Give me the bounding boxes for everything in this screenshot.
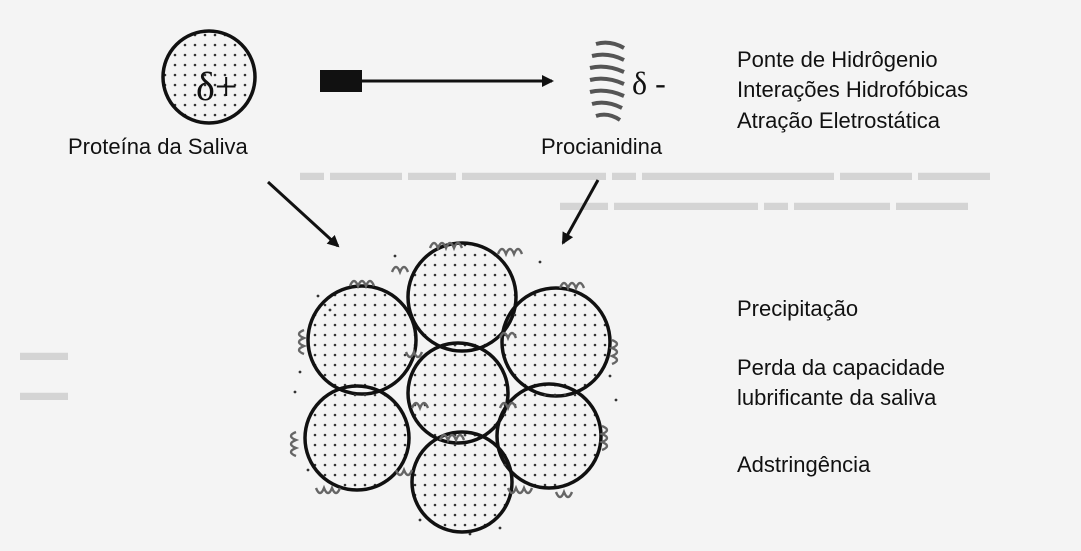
protein-to-complex-arrow [268,182,338,246]
procyanidin-coil [590,43,624,120]
protein-charge-symbol: δ+ [196,64,237,109]
protein-label: Proteína da Saliva [68,133,248,160]
effect-precipitation: Precipitação [737,295,858,322]
effect-astringency: Adstringência [737,451,870,478]
effect-lubrication-line2: lubrificante da saliva [737,384,936,411]
procyanidin-charge-symbol: δ - [632,65,666,101]
interaction-item: Atração Eletrostática [737,107,940,134]
procyanidin-label: Procianidina [541,133,662,160]
binding-arrow [320,70,552,92]
interaction-item: Interações Hidrofóbicas [737,76,968,103]
effect-lubrication-line1: Perda da capacidade [737,354,945,381]
procyanidin-to-complex-arrow [563,180,598,243]
protein-procyanidin-aggregate [291,243,617,535]
interaction-item: Ponte de Hidrôgenio [737,46,938,73]
